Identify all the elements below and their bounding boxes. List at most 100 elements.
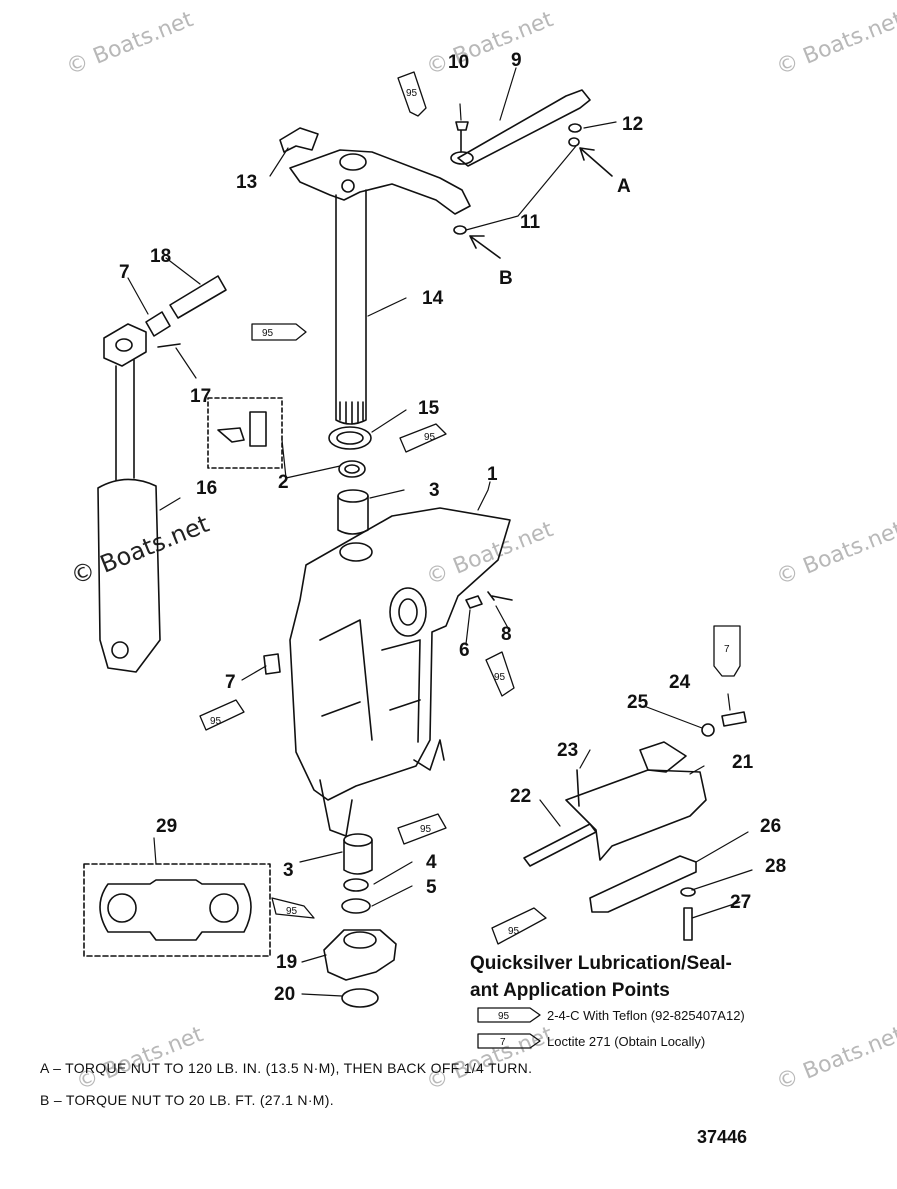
callout-28: 28 (765, 856, 786, 877)
part-16-cylinder (97, 478, 161, 673)
part-9-link-rod (457, 89, 591, 167)
tube-95 (397, 71, 427, 117)
watermark: © Boats.net (423, 517, 557, 591)
part-3-lower-bushing-top (343, 833, 373, 847)
legend-tube-label-7: 7 (500, 1037, 506, 1048)
note-b-text: – TORQUE NUT TO 20 LB. FT. (27.1 N·M). (53, 1092, 334, 1108)
legend-tube-7 (477, 1033, 541, 1049)
part-1-swivel-bracket (289, 507, 511, 801)
part-19-yoke (323, 929, 397, 981)
part-4-seal (343, 878, 369, 892)
part-18-pin (169, 275, 227, 319)
callout-17: 17 (190, 386, 211, 407)
part-15-washer-inner (336, 431, 364, 445)
tube-label-95: 95 (262, 328, 274, 339)
lube-tubes (199, 71, 741, 1049)
part-3-lower-bushing (343, 839, 373, 875)
callout-8: 8 (501, 624, 512, 645)
part-11-nut-b (453, 225, 467, 235)
steering-arm (289, 149, 471, 215)
tube-labels: 95 95 95 95 95 95 95 95 7 95 7 (210, 88, 730, 1048)
callout-24: 24 (669, 672, 691, 693)
callout-16: 16 (196, 478, 217, 499)
legend-item-7: Loctite 271 (Obtain Locally) (547, 1034, 706, 1049)
watermark: © Boats.net (773, 517, 897, 591)
part-7-bushing-lower (263, 653, 281, 675)
arrow-a (579, 147, 613, 177)
tube-label-95: 95 (286, 906, 298, 917)
watermarks: © Boats.net © Boats.net © Boats.net © Bo… (63, 7, 897, 1096)
tube-95 (491, 907, 547, 945)
part-29-gasket (99, 879, 252, 941)
part-25-washer (701, 723, 715, 737)
part-19-bore (343, 931, 377, 949)
part-29-hole-right (209, 893, 239, 923)
tube-95 (271, 897, 315, 919)
tube-label-95: 95 (494, 672, 506, 683)
legend-tube-95 (477, 1007, 541, 1023)
note-a: A – TORQUE NUT TO 120 LB. IN. (13.5 N·M)… (40, 1060, 532, 1076)
part-29-hole-left (107, 893, 137, 923)
part-2-seal-inner (344, 464, 360, 474)
tube-label-7: 7 (724, 644, 730, 655)
tube-95 (199, 699, 245, 731)
legend-tube-label-95: 95 (498, 1011, 510, 1022)
watermark: © Boats.net (67, 510, 213, 591)
watermark: © Boats.net (423, 1022, 557, 1096)
tube-95 (485, 651, 515, 697)
figure-number: 37446 (697, 1127, 748, 1147)
callout-27: 27 (730, 892, 751, 913)
shaft-splines (339, 401, 364, 425)
part-29-gasket-box (83, 863, 271, 957)
part-24-screw (721, 711, 747, 727)
callout-4: 4 (426, 852, 437, 873)
tube-label-95: 95 (210, 716, 222, 727)
callout-9: 9 (511, 50, 522, 71)
callout-21: 21 (732, 752, 754, 773)
part-6-screw (465, 595, 483, 609)
leader-lines (127, 67, 753, 997)
swivel-pivot-boss (389, 587, 427, 637)
seal-detail-sketch (217, 411, 267, 447)
part-16-eye-hole (115, 338, 133, 352)
part-15-washer (328, 426, 372, 450)
callout-13: 13 (236, 172, 257, 193)
callout-19: 19 (276, 952, 297, 973)
part-21-lock-hook (639, 741, 687, 773)
tube-label-95: 95 (508, 926, 520, 937)
callout-a: A (617, 176, 631, 197)
callout-15: 15 (418, 398, 440, 419)
callout-29: 29 (156, 816, 177, 837)
callout-10: 10 (448, 52, 469, 73)
tube-label-95: 95 (420, 824, 432, 835)
part-22-shaft (523, 823, 597, 867)
part-14-steering-shaft (335, 189, 367, 425)
swivel-legs (319, 739, 445, 837)
tube-95 (251, 323, 307, 341)
part-20-ring (341, 988, 379, 1008)
watermark: © Boats.net (423, 7, 557, 81)
callout-25: 25 (627, 692, 649, 713)
note-a-letter: A (40, 1060, 49, 1076)
callout-1: 1 (487, 464, 498, 485)
part-27-bolt (683, 907, 693, 941)
part-12-nut (568, 123, 582, 133)
seal-detail-box (207, 397, 283, 469)
callout-7-lower: 7 (225, 672, 236, 693)
part-16-rod-eye (103, 323, 147, 367)
note-b-letter: B (40, 1092, 50, 1108)
part-13-clip (279, 127, 319, 153)
watermark: © Boats.net (773, 1022, 897, 1096)
part-26-bracket (589, 855, 697, 913)
part-3-upper-bushing-top (337, 489, 369, 503)
callout-22: 22 (510, 786, 531, 807)
callout-3-lower: 3 (283, 860, 294, 881)
watermark: © Boats.net (773, 7, 897, 81)
callout-18: 18 (150, 246, 171, 267)
arrow-b (469, 235, 501, 259)
steering-arm-pivot (341, 179, 355, 193)
callout-26: 26 (760, 816, 781, 837)
note-a-text: – TORQUE NUT TO 120 LB. IN. (13.5 N·M), … (53, 1060, 533, 1076)
callout-20: 20 (274, 984, 295, 1005)
